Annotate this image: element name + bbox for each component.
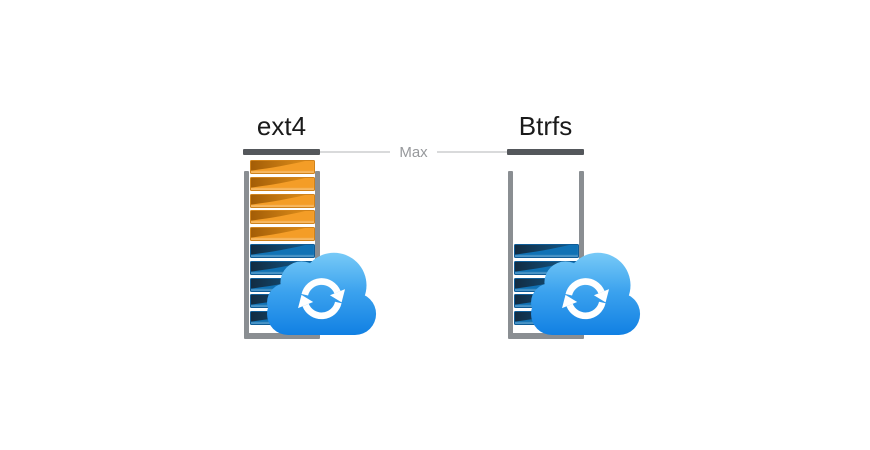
max-level-bar-btrfs — [507, 149, 584, 155]
block-gloss — [251, 194, 306, 205]
capacity-block-orange — [250, 160, 315, 174]
sync-arrows-icon — [298, 278, 346, 320]
cloud-sync-icon — [267, 252, 377, 335]
capacity-block-blue — [250, 244, 315, 258]
column-title-ext4: ext4 — [256, 111, 307, 141]
sync-arrows-icon — [562, 278, 610, 320]
container-wall-left — [244, 171, 249, 338]
max-connector-line-left — [320, 151, 391, 153]
block-gloss — [251, 245, 306, 255]
column-btrfs: Btrfs — [507, 0, 647, 450]
container-wall-left — [508, 171, 513, 338]
container-wall-bottom — [244, 333, 320, 339]
block-gloss — [251, 161, 306, 171]
max-connector-line-right — [436, 151, 507, 153]
container-wall-right — [579, 171, 584, 338]
block-gloss — [251, 211, 306, 221]
capacity-block-blue — [514, 244, 579, 258]
max-connector: Max — [320, 142, 507, 162]
block-gloss — [515, 245, 570, 255]
block-gloss — [251, 228, 306, 238]
max-label: Max — [399, 143, 428, 161]
column-ext4: ext4 — [243, 0, 383, 450]
container-wall-right — [315, 171, 320, 338]
column-title-btrfs: Btrfs — [518, 111, 573, 141]
capacity-block-orange — [250, 176, 315, 191]
capacity-block-orange — [250, 193, 315, 208]
capacity-block-orange — [250, 210, 315, 225]
cloud-sync-icon — [531, 252, 641, 335]
container-wall-bottom — [508, 333, 584, 339]
block-gloss — [251, 177, 306, 188]
max-level-bar-ext4 — [243, 149, 320, 155]
capacity-block-orange — [250, 227, 315, 242]
